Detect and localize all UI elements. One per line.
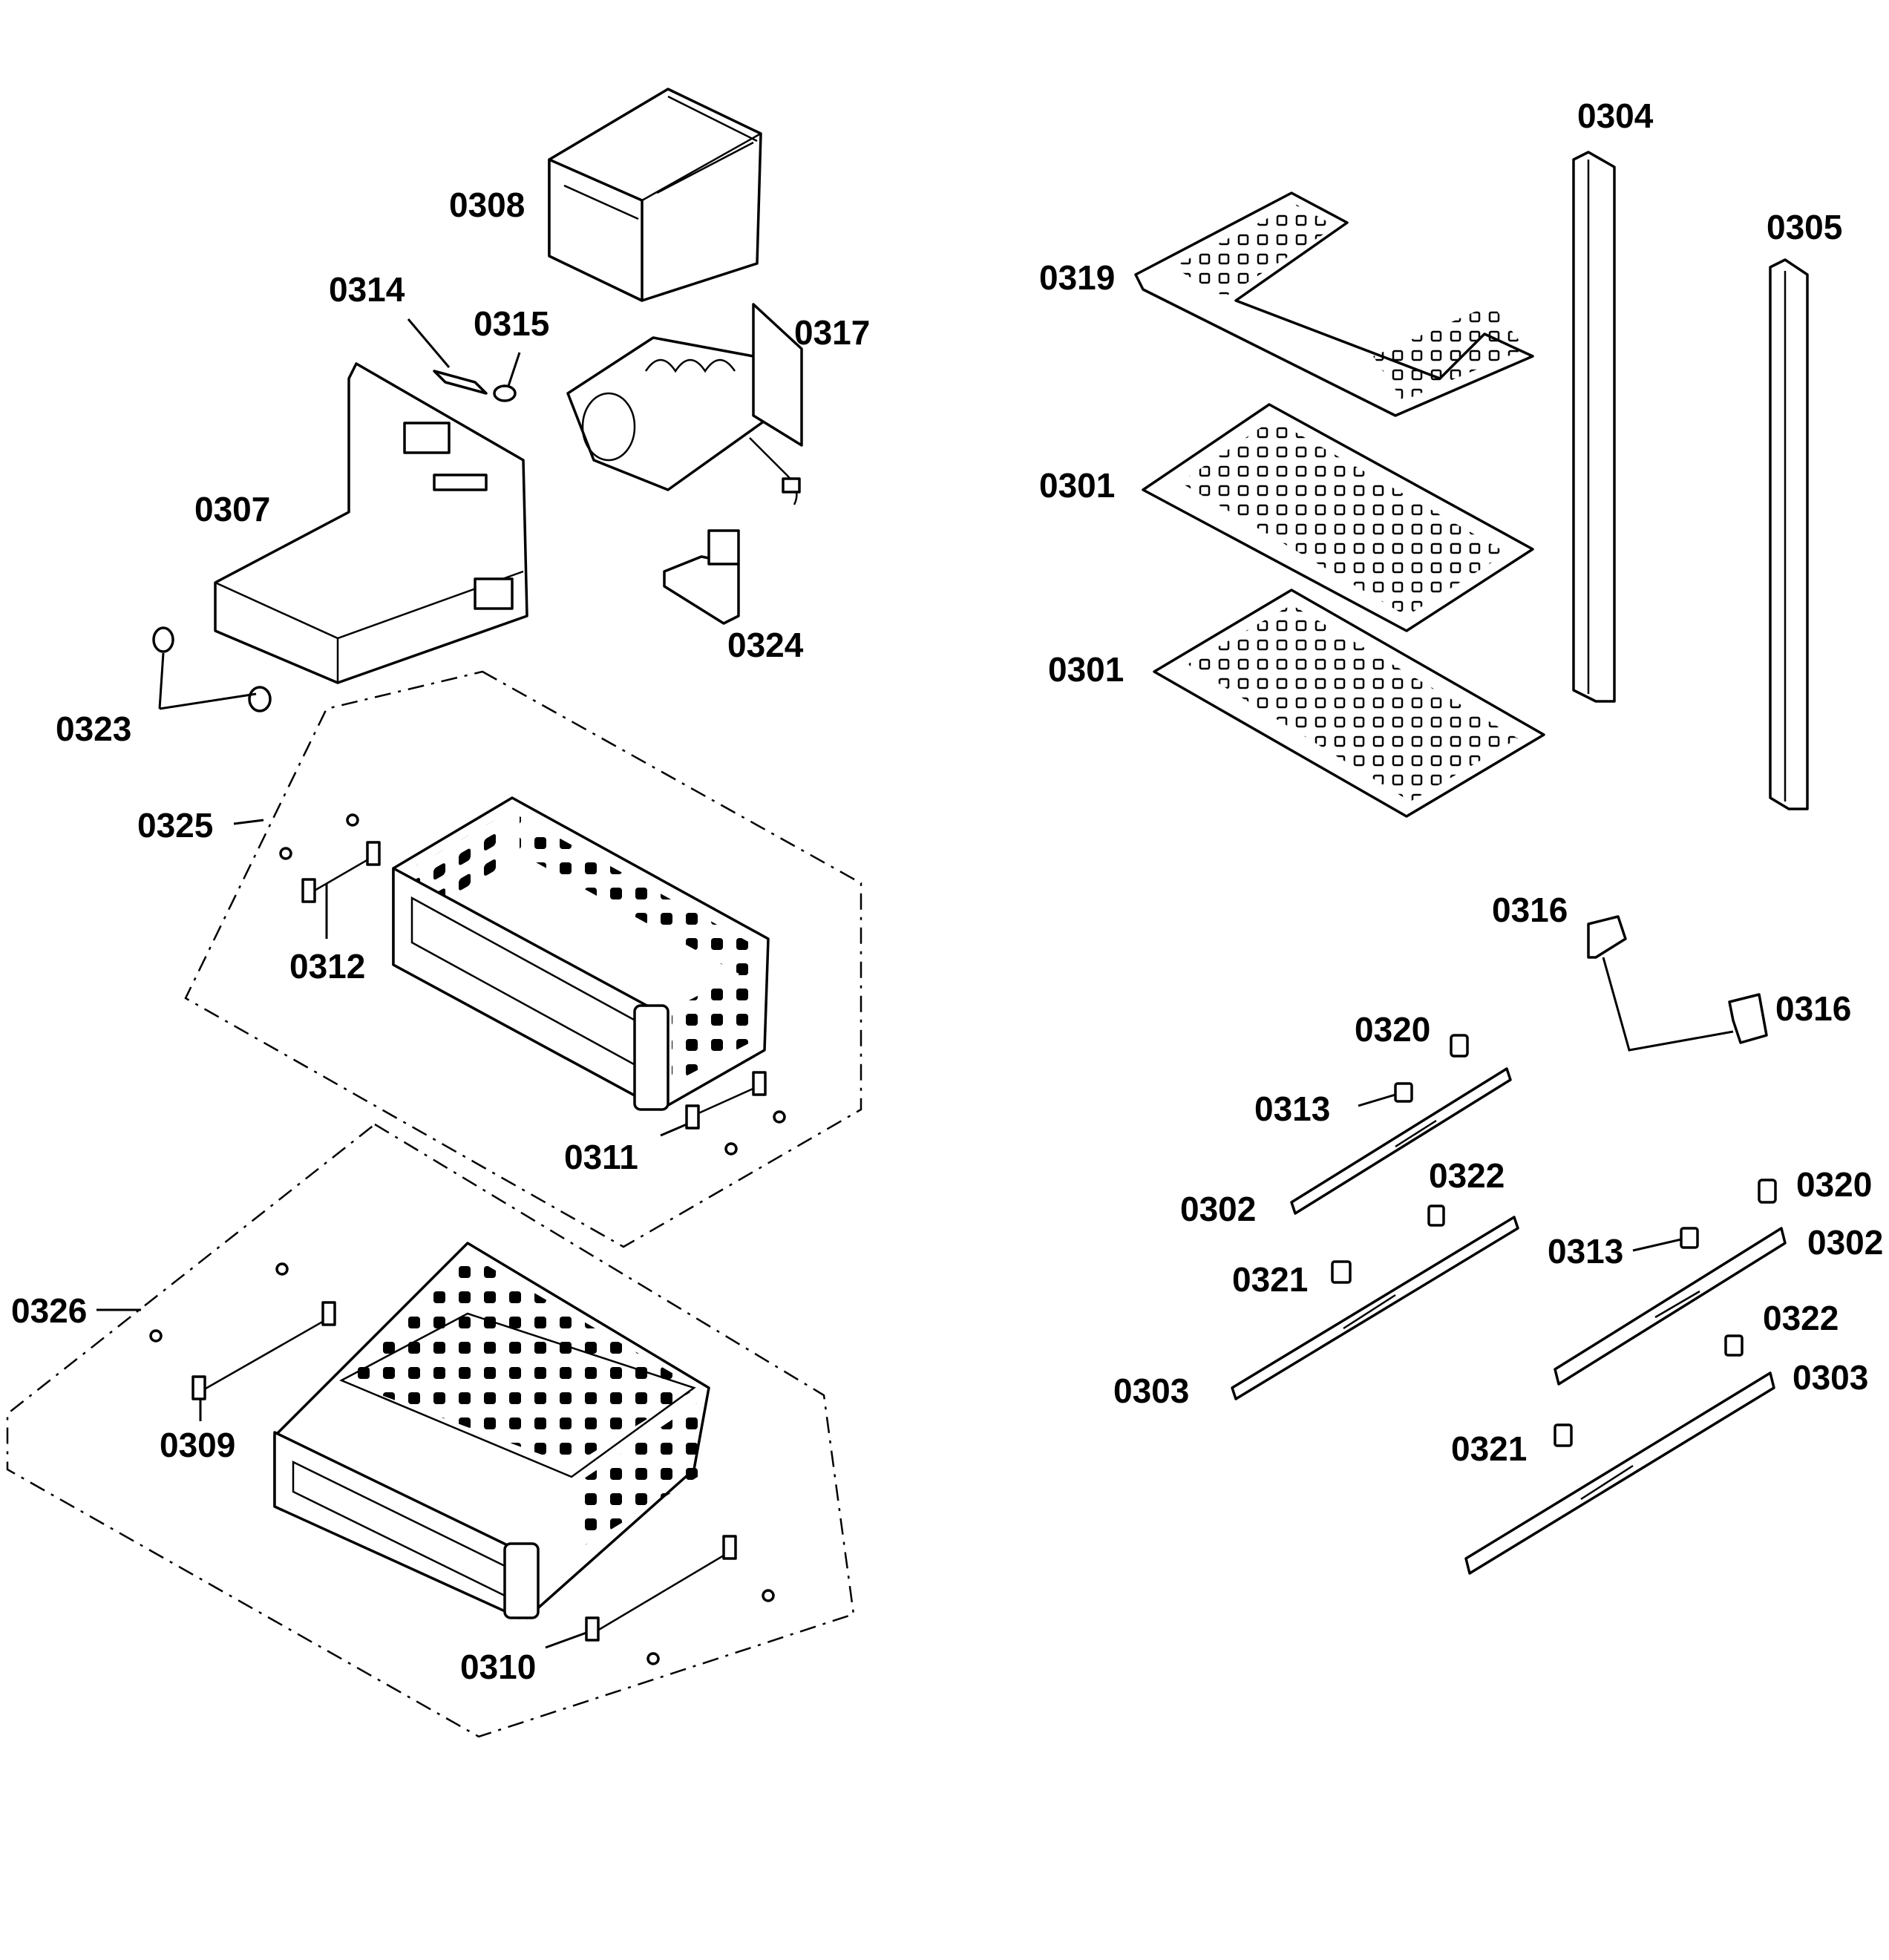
fitting-0321-a xyxy=(1331,1260,1352,1284)
callout-0309: 0309 xyxy=(160,1426,235,1464)
fitting-0322-a xyxy=(1427,1204,1445,1227)
lower-drawer-assembly-boundary xyxy=(6,1123,855,1738)
right-vertical-rail xyxy=(1769,258,1809,810)
fitting-0320-b xyxy=(1758,1179,1777,1204)
cap-part-1 xyxy=(152,626,174,653)
left-vertical-rail xyxy=(1572,151,1616,703)
callout-0316-upper: 0316 xyxy=(1492,891,1568,929)
fitting-0313-a xyxy=(1394,1082,1413,1103)
callout-0319: 0319 xyxy=(1039,258,1115,297)
fitting-0320-a xyxy=(1450,1034,1469,1058)
callout-0314: 0314 xyxy=(329,270,405,309)
callout-0320-upper: 0320 xyxy=(1355,1010,1430,1049)
callout-0308: 0308 xyxy=(449,186,525,224)
ice-maker-part xyxy=(566,303,803,505)
clip-part-1 xyxy=(1587,915,1627,959)
lower-drawer-front-rail xyxy=(585,1535,775,1665)
callout-0322-lower: 0322 xyxy=(1763,1299,1839,1337)
bracket-part xyxy=(663,529,740,625)
upper-drawer-front-rail xyxy=(685,1071,786,1156)
callout-0304: 0304 xyxy=(1577,96,1654,135)
cutout-shelf-part xyxy=(1134,191,1534,417)
callout-0303-right: 0303 xyxy=(1793,1358,1868,1397)
lower-drawer-rear-rail xyxy=(149,1262,336,1400)
callout-0303-left: 0303 xyxy=(1113,1371,1189,1410)
callout-0313-upper: 0313 xyxy=(1254,1089,1330,1128)
leader-lines xyxy=(96,318,1734,1649)
upper-drawer-rear-rail xyxy=(279,813,381,903)
callout-0310: 0310 xyxy=(460,1648,536,1686)
callout-0302-left: 0302 xyxy=(1180,1190,1256,1228)
drawer-slide-upper-left xyxy=(1290,1067,1512,1215)
drawer-slide-upper-right xyxy=(1554,1227,1787,1386)
callout-0321-upper: 0321 xyxy=(1232,1260,1308,1299)
shelf-part-1 xyxy=(1142,403,1534,632)
callout-0326: 0326 xyxy=(11,1291,87,1330)
washer-part xyxy=(493,384,517,402)
callout-0320-lower: 0320 xyxy=(1796,1165,1872,1204)
callout-0324: 0324 xyxy=(727,626,804,664)
drawer-vent-holes xyxy=(520,816,757,1084)
callout-0311: 0311 xyxy=(564,1138,638,1176)
fitting-0321-b xyxy=(1554,1423,1573,1447)
callout-0322-upper: 0322 xyxy=(1429,1156,1505,1195)
upper-drawer-part xyxy=(392,796,770,1111)
callout-0315: 0315 xyxy=(474,304,549,343)
callout-labels: 0304 0305 0308 0319 0314 0315 0317 0301 … xyxy=(11,96,1883,1686)
callout-0313-lower: 0313 xyxy=(1548,1232,1623,1271)
callout-0312: 0312 xyxy=(289,947,365,986)
housing-part xyxy=(214,362,528,684)
callout-0301-upper: 0301 xyxy=(1039,466,1115,505)
callout-0323: 0323 xyxy=(56,709,131,748)
cap-part-2 xyxy=(248,686,272,712)
drawer-slide-lower-left xyxy=(1231,1216,1519,1400)
callout-0317: 0317 xyxy=(794,313,870,352)
callout-0316-lower: 0316 xyxy=(1775,989,1851,1028)
lower-drawer-part xyxy=(273,1242,710,1619)
fitting-0313-b xyxy=(1680,1227,1699,1249)
callout-0325: 0325 xyxy=(137,806,213,845)
basket-vent-holes xyxy=(341,1254,698,1551)
clip-part-2 xyxy=(1728,993,1768,1044)
callout-0307: 0307 xyxy=(194,490,270,528)
upper-drawer-assembly-boundary xyxy=(184,670,862,1248)
callout-0321-lower: 0321 xyxy=(1451,1429,1527,1468)
fitting-0322-b xyxy=(1724,1334,1744,1357)
callout-0301-lower: 0301 xyxy=(1048,650,1124,689)
strip-part xyxy=(433,370,488,395)
callout-0302-right: 0302 xyxy=(1807,1223,1883,1262)
ice-bin-part xyxy=(548,88,762,302)
shelf-part-2 xyxy=(1153,589,1545,818)
callout-0305: 0305 xyxy=(1767,208,1842,246)
drawer-slide-lower-right xyxy=(1464,1371,1775,1575)
